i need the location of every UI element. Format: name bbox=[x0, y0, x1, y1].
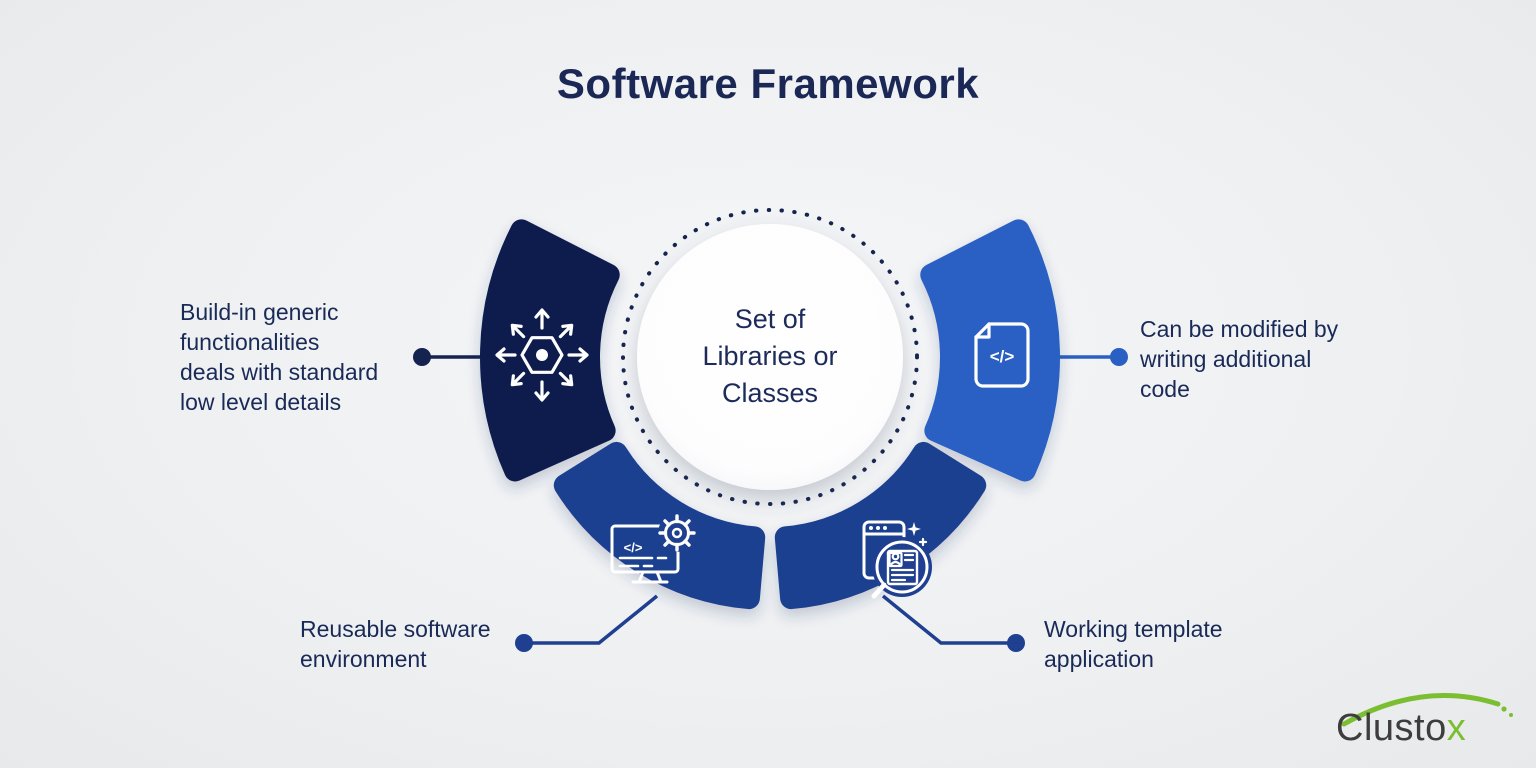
sparkle-icon bbox=[907, 522, 928, 547]
logo-accent: x bbox=[1446, 707, 1467, 749]
logo-name: Clusto bbox=[1336, 707, 1447, 749]
note-top-right: Can be modified by writing additional co… bbox=[1140, 316, 1339, 402]
connector-bottom-left bbox=[515, 594, 659, 652]
connector-dot-top-left bbox=[413, 348, 431, 366]
magnifier-template-icon bbox=[862, 520, 932, 599]
center-circle bbox=[637, 224, 903, 490]
connector-bottom-right bbox=[881, 594, 1025, 652]
note-top-left: Build-in generic functionalities deals w… bbox=[180, 299, 379, 415]
svg-text:</>: </> bbox=[990, 347, 1015, 366]
gear-icon bbox=[658, 514, 696, 552]
ring-segments bbox=[480, 219, 1060, 610]
person-icon bbox=[888, 551, 903, 568]
connector-dot-bottom-right bbox=[1007, 634, 1025, 652]
note-bottom-right: Working template application bbox=[1044, 616, 1223, 672]
dotted-ring bbox=[621, 208, 919, 506]
expand-arrows-gear-icon bbox=[495, 308, 589, 402]
code-file-icon: </> bbox=[974, 322, 1030, 388]
clustox-logo: Clustox bbox=[1334, 684, 1520, 750]
connector-dot-top-right bbox=[1110, 348, 1128, 366]
logo-swoosh-icon bbox=[1341, 693, 1513, 727]
connector-dot-bottom-left bbox=[515, 634, 533, 652]
page-title: Software Framework bbox=[556, 60, 980, 107]
monitor-code-gear-icon: </> bbox=[610, 514, 696, 584]
svg-text:</>: </> bbox=[624, 540, 643, 555]
segment-top-left bbox=[480, 219, 620, 482]
segment-top-right bbox=[920, 219, 1060, 482]
note-bottom-left: Reusable software environment bbox=[300, 616, 491, 672]
center-circle-label: Set of Libraries or Classes bbox=[702, 304, 838, 408]
logo-text: Clustox bbox=[1336, 707, 1466, 750]
segment-bottom-right bbox=[774, 441, 987, 610]
